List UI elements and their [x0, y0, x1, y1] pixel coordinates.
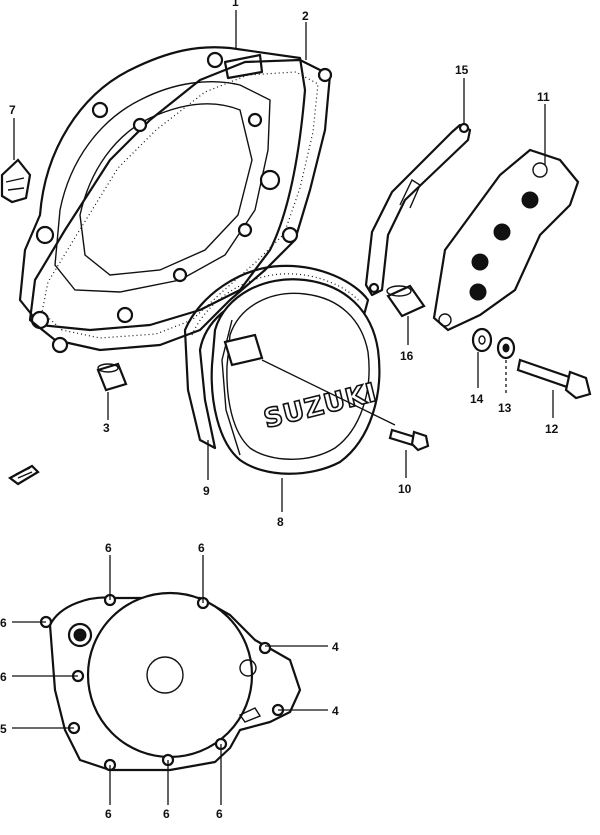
callout-labels: 1 2 3 4 4 5 6 6 6 6 6 6 6 7 8 9 10 11 12… — [0, 0, 559, 821]
callout-4b: 4 — [332, 704, 339, 718]
callout-12: 12 — [545, 422, 559, 436]
callout-1: 1 — [232, 0, 239, 9]
callout-6d: 6 — [0, 670, 7, 684]
leader-lines — [12, 10, 554, 805]
spacer-collar — [386, 284, 426, 318]
cable-bracket — [364, 122, 472, 297]
callout-6g: 6 — [216, 807, 223, 821]
callout-6e: 6 — [105, 807, 112, 821]
crankcase-cover — [18, 46, 307, 332]
callout-7: 7 — [9, 103, 16, 117]
callout-5: 5 — [0, 722, 7, 736]
dowel-pin — [96, 362, 128, 392]
oil-filler-cap — [0, 158, 32, 204]
callout-8: 8 — [277, 515, 284, 529]
callout-13: 13 — [498, 401, 512, 415]
callout-14: 14 — [470, 392, 484, 406]
callout-3: 3 — [103, 421, 110, 435]
callout-16: 16 — [400, 349, 414, 363]
callout-10: 10 — [398, 482, 412, 496]
callout-15: 15 — [455, 63, 469, 77]
flat-washer — [471, 327, 493, 353]
mounting-plate — [432, 148, 580, 332]
cover-bolt — [261, 359, 430, 452]
callout-2: 2 — [302, 9, 309, 23]
cover-gasket — [28, 58, 333, 354]
callout-11: 11 — [537, 90, 550, 104]
callout-4a: 4 — [332, 640, 339, 654]
plate-bolt — [516, 358, 592, 400]
front-arrow-icon — [7, 464, 40, 486]
inner-cover-gasket — [39, 591, 302, 772]
callout-6c: 6 — [0, 616, 7, 630]
callout-9: 9 — [203, 484, 210, 498]
callout-6f: 6 — [163, 807, 170, 821]
callout-6b: 6 — [198, 541, 205, 555]
callout-6a: 6 — [105, 541, 112, 555]
lock-washer — [496, 336, 516, 360]
